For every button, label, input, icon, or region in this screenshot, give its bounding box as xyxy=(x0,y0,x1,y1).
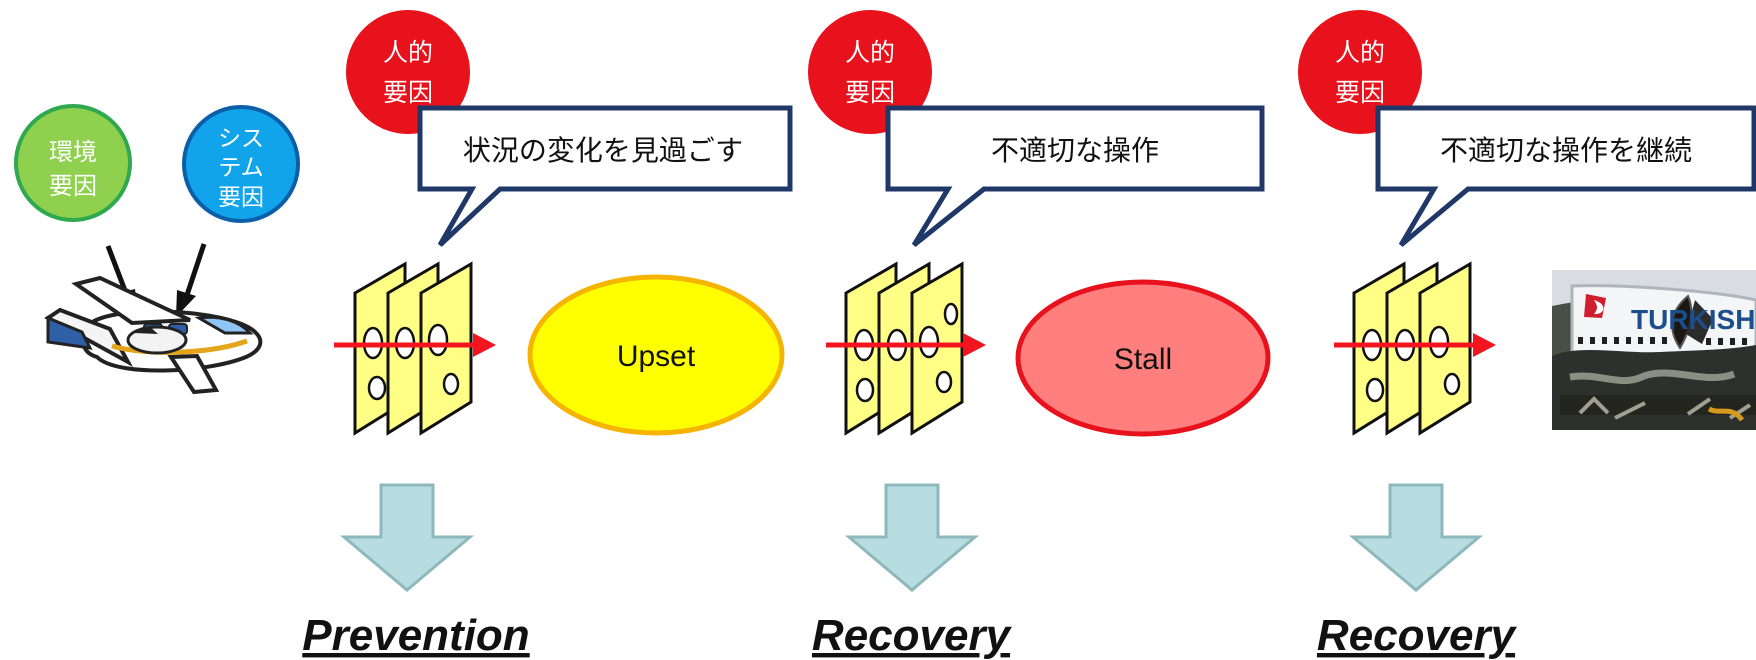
stall-label: Stall xyxy=(1114,343,1172,376)
crash-photo-airline-text: TURKISH xyxy=(1631,304,1755,335)
crash-photo: TURKISH xyxy=(1552,270,1756,430)
speech-bubble-1: 状況の変化を見過ごす xyxy=(417,105,793,247)
prevention-label: Prevention xyxy=(302,611,529,660)
airplane-icon xyxy=(44,275,263,395)
upset-label: Upset xyxy=(617,340,696,373)
down-arrow-1 xyxy=(339,483,475,592)
phase-label-1: Prevention xyxy=(302,611,529,660)
system-factor: シス テム 要因 xyxy=(182,105,300,223)
crash-photo-windows xyxy=(1578,337,1747,345)
environment-factor-line2: 要因 xyxy=(49,172,97,200)
human-factor-2-circle xyxy=(806,8,934,136)
speech-bubble-3: 不適切な操作を継続 xyxy=(1375,105,1756,247)
human-factor-2-line1: 人的 xyxy=(845,38,895,67)
environment-factor-circle xyxy=(14,104,132,222)
system-factor-circle xyxy=(182,105,300,223)
human-factor-3-line2: 要因 xyxy=(1335,78,1385,107)
human-factor-3: 人的 要因 xyxy=(1296,8,1424,136)
human-factor-2: 人的 要因 xyxy=(806,8,934,136)
down-arrow-3 xyxy=(1348,483,1484,592)
stall-outcome: Stall xyxy=(1015,279,1271,437)
cheese-slices-2 xyxy=(826,261,986,436)
upset-outcome: Upset xyxy=(527,274,785,436)
failure-arrowhead-3 xyxy=(1473,333,1496,357)
phase-label-3: Recovery xyxy=(1317,611,1518,660)
upset-ellipse xyxy=(527,274,785,436)
cheese-slices-1 xyxy=(334,261,496,436)
failure-arrowhead-1 xyxy=(473,333,496,357)
system-arrowhead xyxy=(176,290,196,317)
system-factor-line2: テム xyxy=(218,155,263,181)
system-factor-line3: 要因 xyxy=(218,185,264,211)
human-factor-2-line2: 要因 xyxy=(845,78,895,107)
system-factor-line1: シス xyxy=(218,126,264,152)
stall-ellipse xyxy=(1015,279,1271,437)
human-factor-3-circle xyxy=(1296,8,1424,136)
environment-factor-line1: 環境 xyxy=(49,138,97,166)
down-arrow-2 xyxy=(844,483,980,592)
human-factor-1-line1: 人的 xyxy=(383,38,433,67)
speech-bubble-3-text: 不適切な操作を継続 xyxy=(1440,134,1692,167)
failure-arrowhead-2 xyxy=(963,333,986,357)
phase-label-2: Recovery xyxy=(812,611,1013,660)
recovery-label-1: Recovery xyxy=(812,611,1013,660)
cheese-slices-3 xyxy=(1334,261,1496,436)
human-factor-1-line2: 要因 xyxy=(383,78,433,107)
speech-bubble-1-text: 状況の変化を見過ごす xyxy=(463,134,743,167)
human-factor-1: 人的 要因 xyxy=(344,8,472,136)
human-factor-3-line1: 人的 xyxy=(1335,38,1385,67)
human-factor-1-circle xyxy=(344,8,472,136)
speech-bubble-2-text: 不適切な操作 xyxy=(991,134,1159,167)
system-arrow xyxy=(182,243,207,302)
environment-factor: 環境 要因 xyxy=(14,104,132,222)
recovery-label-2: Recovery xyxy=(1317,611,1518,660)
speech-bubble-2: 不適切な操作 xyxy=(885,105,1265,247)
